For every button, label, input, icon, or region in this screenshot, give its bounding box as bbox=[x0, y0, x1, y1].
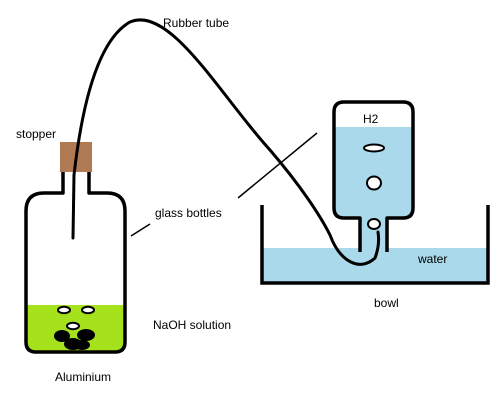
label-aluminium: Aluminium bbox=[55, 370, 111, 384]
water-bowl bbox=[260, 205, 490, 285]
aluminium-piece bbox=[74, 340, 90, 350]
bowl-water bbox=[262, 247, 488, 283]
gas-bubble bbox=[367, 218, 381, 230]
gas-bubble bbox=[366, 175, 382, 191]
pointer-glass-bottles-right bbox=[237, 132, 318, 199]
aluminium-piece bbox=[54, 330, 70, 342]
bubble bbox=[57, 305, 71, 315]
label-h2: H2 bbox=[363, 112, 379, 126]
bubble bbox=[81, 305, 95, 315]
aluminium-piece bbox=[77, 329, 95, 341]
gas-bubble bbox=[363, 143, 385, 153]
label-rubber-tube: Rubber tube bbox=[163, 16, 229, 30]
label-bowl: bowl bbox=[374, 296, 399, 310]
collection-bottle-outline bbox=[332, 100, 415, 252]
bubble bbox=[66, 321, 80, 331]
pointer-glass-bottles-left bbox=[130, 223, 151, 237]
label-water: water bbox=[417, 252, 447, 266]
label-glass-bottles: glass bottles bbox=[155, 206, 222, 220]
bottle-outline bbox=[24, 170, 127, 354]
rubber-tube bbox=[71, 18, 381, 266]
collection-bottle bbox=[332, 100, 415, 252]
label-naoh-solution: NaOH solution bbox=[153, 318, 231, 332]
label-stopper: stopper bbox=[16, 127, 56, 141]
bowl-outline bbox=[260, 205, 490, 285]
